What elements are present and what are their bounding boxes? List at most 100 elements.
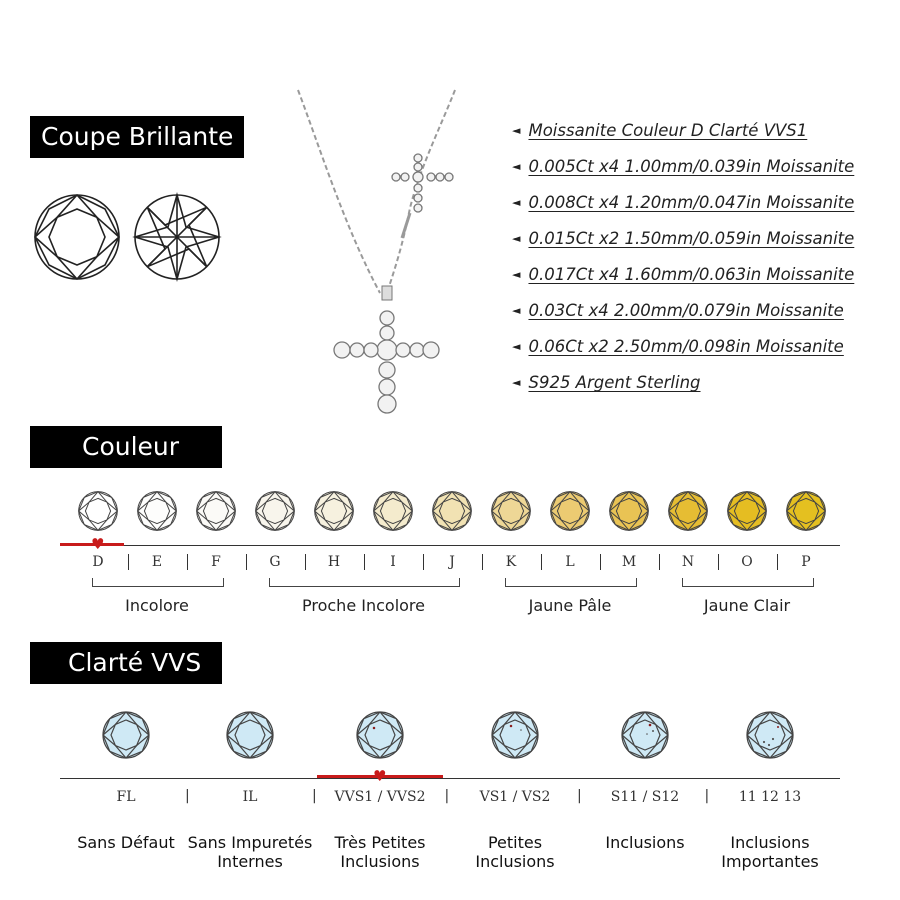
color-gem-j-icon xyxy=(432,491,472,531)
arrow-left-icon: ◄ xyxy=(512,196,521,209)
clarity-selected-bar xyxy=(317,775,443,778)
spec-item-5: ◄ 0.03Ct x4 2.00mm/0.079in Moissanite xyxy=(512,299,844,323)
clarity-name-line1: Sans Impuretés xyxy=(187,833,313,852)
color-grade-f: F xyxy=(211,554,221,570)
clarity-name-line2: Inclusions xyxy=(475,852,555,871)
color-title-badge: Couleur xyxy=(30,426,222,468)
spec-text: 0.008Ct x4 1.20mm/0.047in Moissanite xyxy=(528,193,855,212)
cross-necklace-image xyxy=(297,89,456,414)
color-group-label-2: Jaune Pâle xyxy=(528,596,612,615)
color-grade-separator xyxy=(186,554,188,570)
clarity-grade-code-5: 11 12 13 xyxy=(738,789,802,805)
color-grade-e: E xyxy=(151,554,163,570)
clarity-gem-4-icon xyxy=(621,711,669,759)
clarity-grade-code-0: FL xyxy=(116,789,136,805)
color-group-label-1: Proche Incolore xyxy=(302,596,425,615)
color-grade-separator xyxy=(304,554,306,570)
color-group-bracket xyxy=(92,578,224,587)
color-gem-e-icon xyxy=(137,491,177,531)
clarity-grade-name-4: Inclusions xyxy=(575,833,715,852)
color-grade-separator xyxy=(540,554,542,570)
spec-item-2: ◄ 0.008Ct x4 1.20mm/0.047in Moissanite xyxy=(512,191,854,215)
clarity-gem-3-icon xyxy=(491,711,539,759)
color-scale-line xyxy=(60,545,840,546)
spec-text: 0.017Ct x4 1.60mm/0.063in Moissanite xyxy=(528,265,855,284)
clarity-title: Clarté VVS xyxy=(68,648,202,677)
color-gem-p-icon xyxy=(786,491,826,531)
color-grade-separator xyxy=(658,554,660,570)
color-grade-n: N xyxy=(681,554,695,570)
color-gem-i-icon xyxy=(373,491,413,531)
clarity-gem-2-icon xyxy=(356,711,404,759)
color-selected-bar xyxy=(60,543,124,546)
clarity-grade-separator: | xyxy=(312,788,317,804)
spec-text: 0.06Ct x2 2.50mm/0.098in Moissanite xyxy=(528,337,844,356)
cut-title-badge: Coupe Brillante xyxy=(30,116,245,158)
color-gem-g-icon xyxy=(255,491,295,531)
spec-item-3: ◄ 0.015Ct x2 1.50mm/0.059in Moissanite xyxy=(512,227,854,251)
color-group-bracket xyxy=(505,578,637,587)
arrow-left-icon: ◄ xyxy=(512,268,521,281)
clarity-gem-5-icon xyxy=(746,711,794,759)
color-gem-h-icon xyxy=(314,491,354,531)
color-group-label-0: Incolore xyxy=(125,596,189,615)
color-grade-k: K xyxy=(505,554,517,570)
clarity-name-line2: Internes xyxy=(217,852,283,871)
color-gem-k-icon xyxy=(491,491,531,531)
heart-marker-icon: ♥ xyxy=(373,767,387,785)
arrow-left-icon: ◄ xyxy=(512,124,521,137)
clarity-gem-0-icon xyxy=(102,711,150,759)
color-grade-separator xyxy=(717,554,719,570)
color-gem-m-icon xyxy=(609,491,649,531)
color-grade-separator xyxy=(776,554,778,570)
color-gem-n-icon xyxy=(668,491,708,531)
clarity-name-line2: Importantes xyxy=(721,852,819,871)
arrow-left-icon: ◄ xyxy=(512,376,521,389)
color-grade-separator xyxy=(245,554,247,570)
color-grade-o: O xyxy=(741,554,753,570)
arrow-left-icon: ◄ xyxy=(512,232,521,245)
spec-item-7: ◄ S925 Argent Sterling xyxy=(512,371,701,395)
color-grade-i: I xyxy=(390,554,396,570)
color-grade-separator xyxy=(599,554,601,570)
spec-text: S925 Argent Sterling xyxy=(528,373,701,392)
clarity-scale-line xyxy=(60,778,840,779)
clarity-title-badge: Clarté VVS xyxy=(30,642,222,684)
clarity-grade-code-1: IL xyxy=(242,789,258,805)
color-gem-f-icon xyxy=(196,491,236,531)
clarity-name-line1: Petites xyxy=(487,833,543,852)
cut-title: Coupe Brillante xyxy=(41,122,234,151)
clarity-grade-code-2: VVS1 / VVS2 xyxy=(334,789,426,805)
brilliant-cut-top-view-icon xyxy=(34,194,120,280)
color-grade-separator xyxy=(127,554,129,570)
color-group-label-3: Jaune Clair xyxy=(703,596,791,615)
color-grade-l: L xyxy=(565,554,575,570)
clarity-name-line2: Inclusions xyxy=(340,852,420,871)
color-grade-j: J xyxy=(449,554,455,570)
color-grade-m: M xyxy=(621,554,637,570)
clarity-grade-separator: | xyxy=(185,788,190,804)
arrow-left-icon: ◄ xyxy=(512,304,521,317)
color-grade-separator xyxy=(363,554,365,570)
clarity-grade-name-0: Sans Défaut xyxy=(56,833,196,852)
clarity-grade-separator: | xyxy=(444,788,450,804)
color-grade-g: G xyxy=(269,554,281,570)
color-grade-separator xyxy=(481,554,483,570)
color-group-bracket xyxy=(682,578,814,587)
spec-item-0: ◄ Moissanite Couleur D Clarté VVS1 xyxy=(512,119,807,143)
spec-text: 0.015Ct x2 1.50mm/0.059in Moissanite xyxy=(528,229,855,248)
color-group-bracket xyxy=(269,578,460,587)
color-gem-o-icon xyxy=(727,491,767,531)
clarity-name-line1: Inclusions xyxy=(605,833,685,852)
clarity-name-line1: Très Petites xyxy=(334,833,426,852)
clarity-grade-separator: | xyxy=(577,788,582,804)
spec-text: Moissanite Couleur D Clarté VVS1 xyxy=(528,121,808,140)
spec-item-6: ◄0.06Ct x2 2.50mm/0.098in Moissanite xyxy=(512,335,844,359)
clarity-gem-1-icon xyxy=(226,711,274,759)
color-title: Couleur xyxy=(82,432,180,461)
spec-text: 0.03Ct x4 2.00mm/0.079in Moissanite xyxy=(528,301,844,320)
